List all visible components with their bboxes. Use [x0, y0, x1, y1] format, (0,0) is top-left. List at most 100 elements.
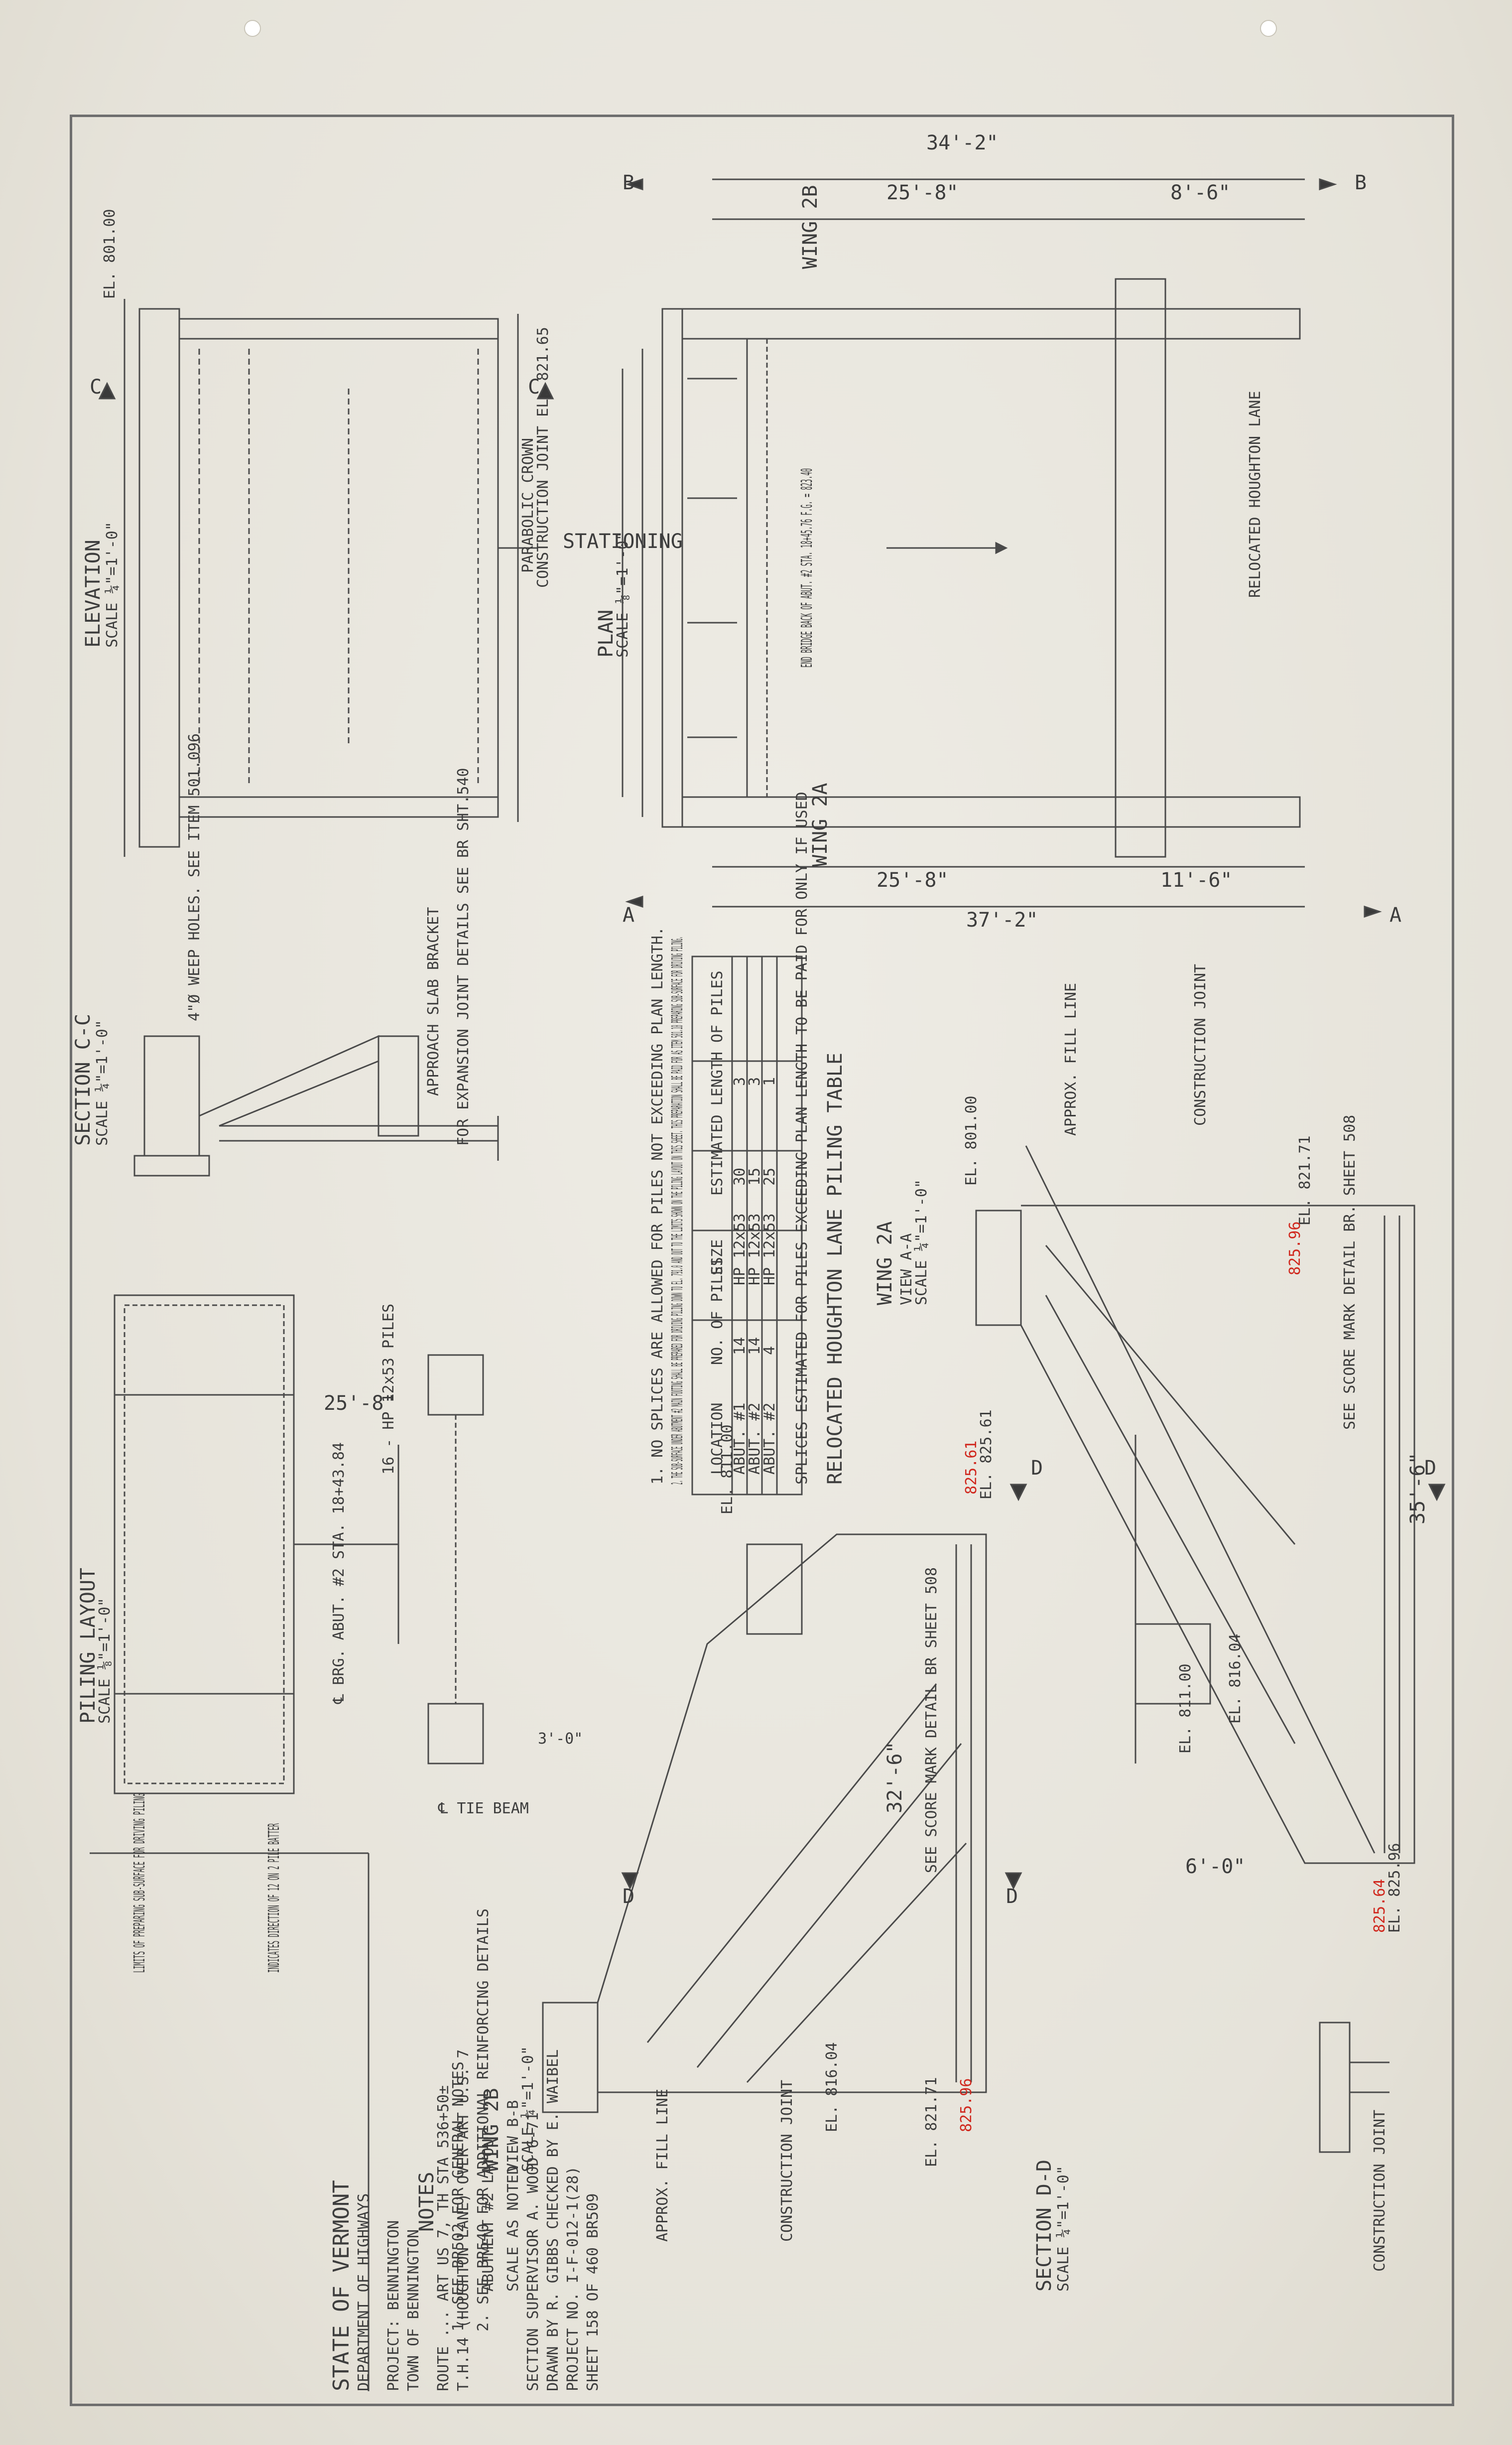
- punch-hole: [244, 20, 261, 37]
- table-cell: 1: [761, 1077, 778, 1086]
- cut-a-right: A: [1389, 904, 1401, 927]
- punch-hole: [1260, 20, 1277, 37]
- section-cc: [133, 1035, 499, 1177]
- elevation-801-wing2a: EL. 801.00: [963, 1095, 980, 1186]
- dim-25-8-piles: 25'-8": [324, 1392, 396, 1415]
- tie-beam-label: ℄ TIE BEAM: [438, 1800, 529, 1817]
- score-mark-note-2: SEE SCORE MARK DETAIL BR SHEET 508: [923, 1567, 940, 1873]
- wing-2b: [542, 1533, 987, 2113]
- piling-table-grid: [691, 955, 803, 1495]
- piling-layout: [114, 1294, 399, 1794]
- note-1: 1. SEE BR502 FOR GENERAL NOTES: [450, 2061, 467, 2331]
- parabolic-crown: PARABOLIC CROWN: [519, 438, 537, 573]
- dim-25-8-top: 25'-8": [886, 181, 959, 204]
- cut-d-right: D: [1424, 1457, 1436, 1480]
- fill-line-2b: APPROX. FILL LINE: [654, 2089, 671, 2242]
- table-cell: ABUT. #2: [746, 1403, 763, 1475]
- table-cell: 14: [731, 1337, 749, 1355]
- table-cell: 15: [746, 1168, 763, 1186]
- piles-label: 16 - HP 12x53 PILES: [380, 1304, 397, 1475]
- relocated-lane: RELOCATED HOUGHTON LANE: [1247, 391, 1264, 598]
- wing-2a: [975, 1145, 1415, 1864]
- construction-joint-2b: CONSTRUCTION JOINT: [778, 2080, 796, 2242]
- piling-layout-scale: SCALE ⅛"=1'-0": [96, 1598, 114, 1724]
- elevation-801: EL. 801.00: [101, 209, 119, 299]
- wing-2a-scale: SCALE ¼"=1'-0": [913, 1179, 930, 1305]
- piling-notes: 1. NO SPLICES ARE ALLOWED FOR PILES NOT …: [649, 927, 686, 1485]
- table-extra-header: SPLICES ESTIMATED FOR PILES EXCEEDING PL…: [793, 792, 811, 1485]
- dept-name: DEPARTMENT OF HIGHWAYS: [355, 2193, 373, 2391]
- elevation-811-wing2a: EL. 811.00: [1177, 1663, 1194, 1754]
- table-header-length: ESTIMATED LENGTH OF PILES: [709, 970, 726, 1196]
- table-cell: ABUT. #1: [731, 1403, 749, 1475]
- notes: NOTES 1. SEE BR502 FOR GENERAL NOTES 2. …: [415, 1908, 492, 2331]
- project-number: PROJECT NO. I-F-012-1(28): [564, 2166, 582, 2391]
- table-cell: HP 12x53: [746, 1214, 763, 1286]
- wing-2b-plan-label: WING 2B: [799, 185, 822, 269]
- elevation-811: EL. 811.00: [719, 1424, 736, 1514]
- weep-holes-note: 4"Ø WEEP HOLES. SEE ITEM 501.096: [186, 733, 203, 1021]
- cut-d-2b-right: D: [1006, 1885, 1018, 1908]
- elevation-825-96: EL. 825.96: [1386, 1843, 1403, 1933]
- sheet-number: SHEET 158 OF 460 BR509: [584, 2193, 602, 2391]
- piling-table: RELOCATED HOUGHTON LANE PILING TABLE: [824, 1053, 847, 1485]
- pile-detail: [427, 1354, 484, 1765]
- section-dd-title: SECTION D-D: [1033, 2160, 1056, 2292]
- elevation-scale: SCALE ¼"=1'-0": [104, 522, 121, 648]
- table-cell: 4: [761, 1346, 778, 1355]
- table-cell: HP 12x53: [731, 1214, 749, 1286]
- dim-37-2: 37'-2": [966, 909, 1038, 932]
- table-cell: 3: [746, 1077, 763, 1086]
- scale-line: SCALE AS NOTED: [504, 2166, 522, 2292]
- piling-note-2: 2. THE SUB-SURFACE UNDER ABUTMENT #2 MAI…: [669, 937, 686, 1485]
- red-elevation-4: 825.96: [1286, 1222, 1304, 1275]
- expansion-joint-note: FOR EXPANSION JOINT DETAILS SEE BR SHT.5…: [455, 768, 472, 1146]
- plan-view: [622, 178, 1305, 908]
- cut-d-left: D: [1031, 1457, 1043, 1480]
- wing-2b-title: WING 2B: [480, 2088, 503, 2172]
- fill-line-2a: APPROX. FILL LINE: [1062, 983, 1080, 1136]
- construction-joint-el: CONSTRUCTION JOINT EL. 821.65: [534, 327, 552, 588]
- table-row: ABUT. #2 4 HP 12x53 25 1: [761, 1077, 778, 1475]
- section-cc-scale: SCALE ¼"=1'-0": [94, 1020, 111, 1146]
- cut-c-right: C: [528, 376, 540, 399]
- batter-note: INDICATES DIRECTION OF 12 ON 2 PILE BATT…: [265, 1823, 283, 1973]
- elevation-816: EL. 816.04: [1227, 1633, 1244, 1724]
- section-cc-title: SECTION C-C: [72, 1014, 95, 1146]
- title-block-frame: [90, 1852, 370, 2391]
- section-dd: [1319, 2022, 1389, 2153]
- table-header-size: SIZE: [709, 1239, 726, 1275]
- dim-25-8-bottom: 25'-8": [877, 869, 949, 892]
- cut-a-left: A: [623, 904, 634, 927]
- drawn-by: DRAWN BY R. GIBBS CHECKED BY E. WAIBEL: [544, 2049, 562, 2391]
- table-cell: 3: [731, 1077, 749, 1086]
- elevation-view: [124, 299, 538, 857]
- table-header-piles: NO. OF PILES: [709, 1257, 726, 1365]
- sheet-border: [70, 115, 1454, 2406]
- section-supervisor: SECTION SUPERVISOR A. WOOD 6-71: [524, 2112, 542, 2391]
- table-header-splices: SPLICES ESTIMATED FOR PILES EXCEEDING PL…: [793, 792, 811, 1485]
- wing-2a-view: VIEW A-A: [898, 1233, 915, 1306]
- route-line: ROUTE ... ART US 7, TH STA 536+50±: [435, 2085, 452, 2391]
- approach-slab-bracket: APPROACH SLAB BRACKET: [425, 907, 442, 1096]
- dim-6-0: 6'-0": [1185, 1855, 1245, 1878]
- sheet-title: ABUTMENT #2 LAYOUT: [480, 2130, 497, 2292]
- wing-2a-plan-label: WING 2A: [809, 783, 832, 867]
- elevation-title: ELEVATION: [82, 540, 105, 648]
- cut-c-left: C: [90, 376, 102, 399]
- dim-3-0: 3'-0": [538, 1730, 583, 1748]
- table-row: ABUT. #1 14 HP 12x53 30 3: [731, 1077, 749, 1475]
- elevation-825: EL. 825.61: [978, 1409, 995, 1499]
- elevation-821-wing2b: EL. 821.71: [923, 2077, 940, 2167]
- table-row: ABUT. #2 14 HP 12x53 15 3: [746, 1077, 763, 1475]
- state-title: STATE OF VERMONT: [329, 2180, 354, 2391]
- cut-arrows: [98, 178, 1446, 1890]
- elevation-821: EL. 821.71: [1296, 1135, 1314, 1225]
- section-dd-scale: SCALE ¼"=1'-0": [1055, 2166, 1072, 2292]
- end-bridge-note: END BRIDGE BACK OF ABUT. #2 STA. 18+45.7…: [798, 468, 816, 668]
- elevation-816-wing2b: EL. 816.04: [823, 2042, 841, 2132]
- piling-note-1: 1. NO SPLICES ARE ALLOWED FOR PILES NOT …: [649, 927, 666, 1485]
- bearing-station: ℄ BRG. ABUT. #2 STA. 18+43.84: [330, 1442, 348, 1704]
